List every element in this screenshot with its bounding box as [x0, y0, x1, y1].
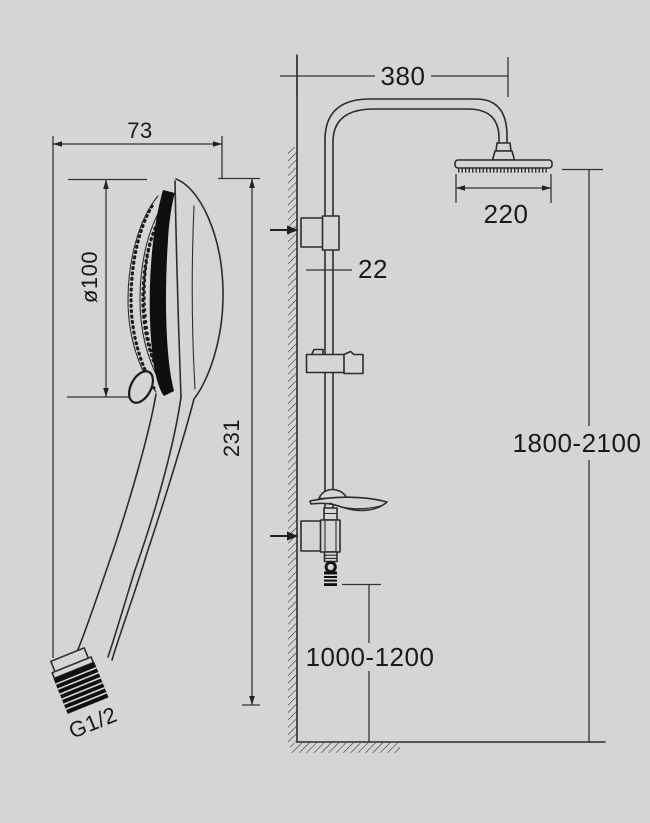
dim-label-hand-shower-width: 73 [127, 118, 152, 143]
floor-hatching [290, 742, 400, 753]
dim-label-overall-height: 1800-2100 [513, 428, 642, 458]
dimension-hand-shower-length: 231 [218, 177, 260, 706]
thread-connector: G1/2 [50, 647, 121, 743]
hand-shower-body [76, 178, 224, 661]
dimension-arm-reach: 380 [280, 57, 509, 97]
ball-joint [324, 560, 337, 574]
dim-label-outlet-height: 1000-1200 [306, 642, 435, 672]
dimension-hand-shower-width: 73 [52, 118, 223, 658]
dim-label-arm-reach: 380 [381, 61, 426, 91]
hose-outlet [324, 571, 337, 586]
hand-shower-drawing: 73 ø100 231 [50, 118, 260, 743]
riser-pipe [324, 98, 508, 511]
soap-dish [309, 488, 388, 512]
dimension-overall-height: 1800-2100 [513, 168, 642, 742]
overhead-shower-head [454, 159, 553, 173]
wall-section [288, 54, 606, 753]
lower-wall-bracket-and-outlet [270, 507, 341, 586]
upper-wall-bracket [270, 215, 340, 251]
hanging-loop [127, 370, 155, 404]
wall-hatching [288, 147, 297, 742]
dim-label-face-diameter: ø100 [77, 251, 102, 303]
dimension-pipe-diameter: 22 [306, 254, 388, 284]
dimension-outlet-height: 1000-1200 [306, 583, 435, 742]
shower-head-fitting [491, 142, 516, 161]
shower-column-drawing: 380 220 18 [270, 54, 642, 753]
dim-label-head-diameter: 220 [484, 199, 529, 229]
dim-label-pipe-diameter: 22 [358, 254, 388, 284]
dim-label-hand-shower-length: 231 [219, 419, 244, 457]
spray-plate-edge [149, 190, 175, 396]
dimension-face-diameter: ø100 [67, 178, 147, 398]
dimension-head-diameter: 220 [455, 174, 552, 229]
mounting-arrow-icon [287, 531, 299, 541]
spray-face [127, 195, 162, 393]
mounting-arrow-icon [287, 225, 299, 235]
hand-shower-holder [305, 348, 364, 375]
